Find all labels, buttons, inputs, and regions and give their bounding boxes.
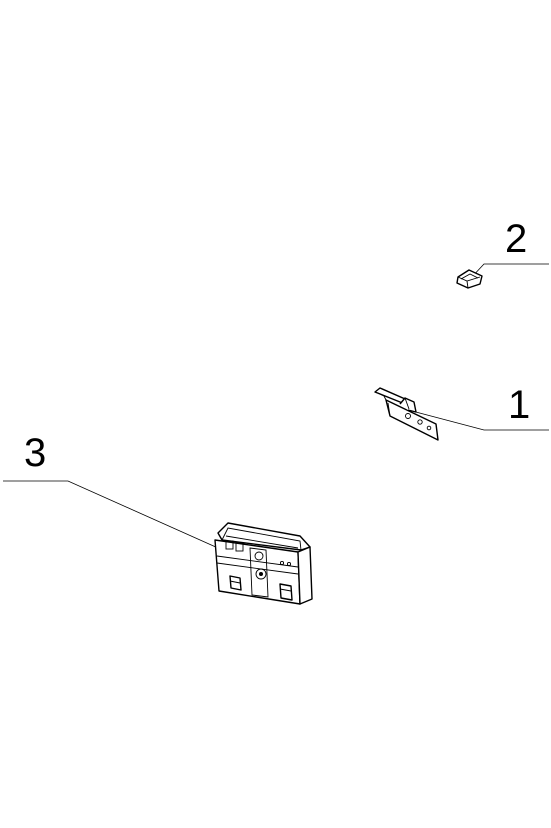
leader-line-1 <box>411 410 549 431</box>
bracket-plate-icon[interactable] <box>374 387 439 441</box>
callout-3: 3 <box>3 431 219 549</box>
callout-number-1: 1 <box>508 383 530 427</box>
callout-2: 2 <box>469 217 549 280</box>
callout-1: 1 <box>411 383 549 431</box>
housing-box-icon[interactable] <box>214 522 313 605</box>
small-clip-icon[interactable] <box>456 269 483 289</box>
callout-number-2: 2 <box>505 217 527 261</box>
leader-line-3 <box>3 480 219 549</box>
callout-number-3: 3 <box>24 431 46 475</box>
